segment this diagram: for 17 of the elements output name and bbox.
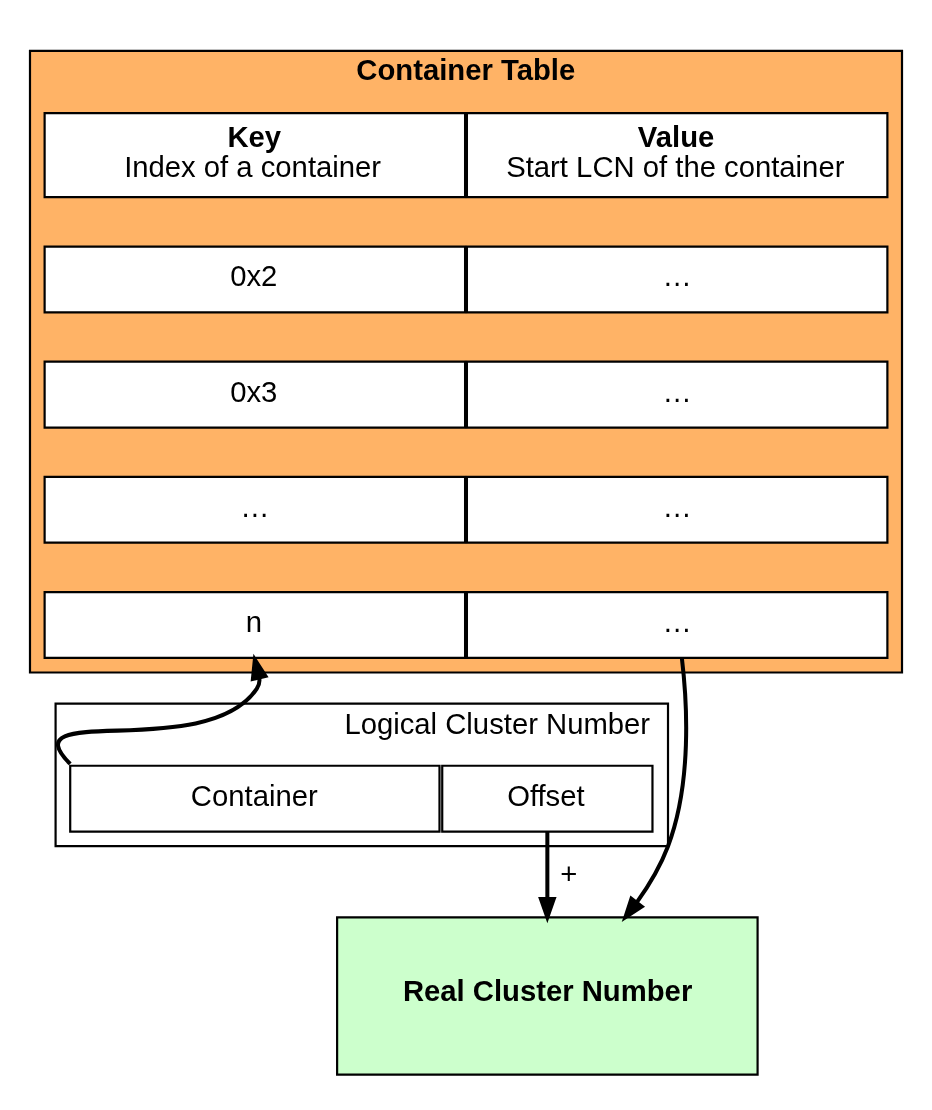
arrow xyxy=(621,657,689,922)
arrow xyxy=(56,653,269,765)
node-box: … xyxy=(465,475,889,544)
arrow xyxy=(538,831,557,923)
edge-label: + xyxy=(560,857,578,890)
node-box: … xyxy=(465,360,889,429)
node-box: Offset xyxy=(441,764,654,833)
node-box: Key Index of a container xyxy=(43,111,467,198)
node-box: … xyxy=(465,590,889,659)
node-box: … xyxy=(465,244,889,313)
node-box: Real Cluster Number xyxy=(336,915,759,1076)
node-box: … xyxy=(43,475,467,544)
node-box: 0x3 xyxy=(43,360,467,429)
node-box: 0x2 xyxy=(43,244,467,313)
node-box: Container xyxy=(69,764,441,833)
node-box: Value Start LCN of the container xyxy=(465,111,889,198)
node-box: n xyxy=(43,590,467,659)
